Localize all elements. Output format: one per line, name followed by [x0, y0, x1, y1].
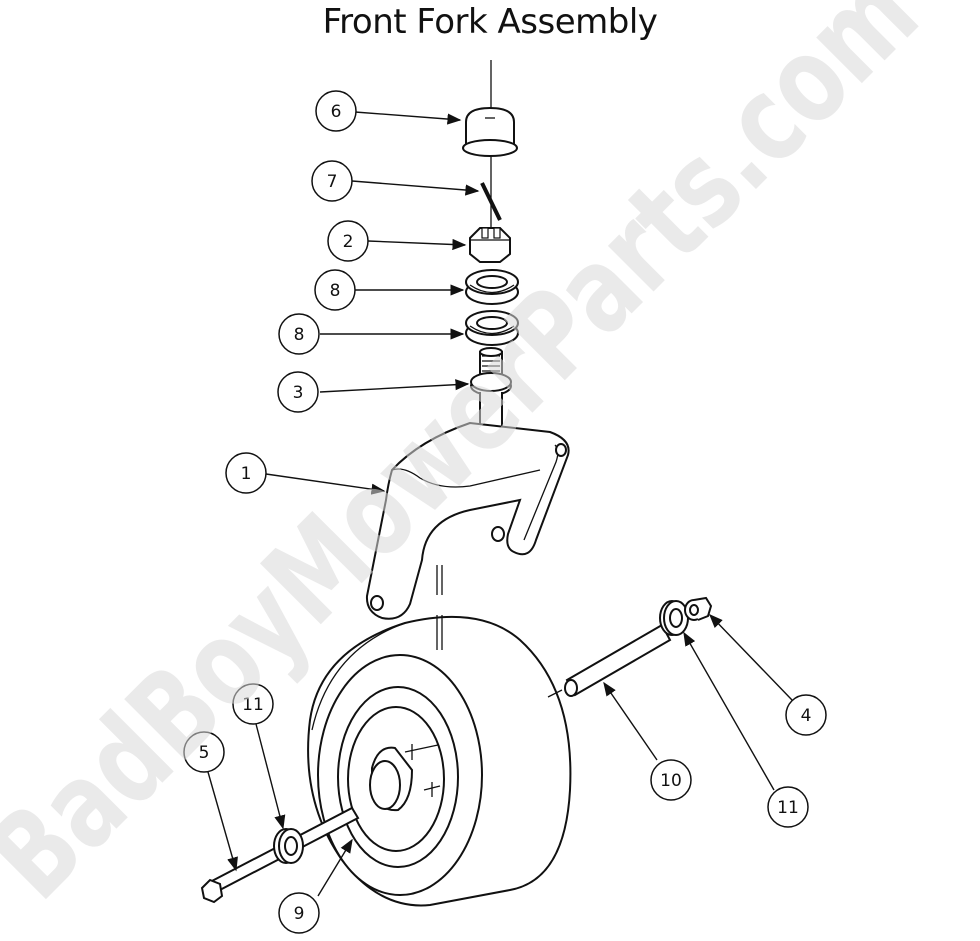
bearing-lower-part: [465, 310, 519, 346]
callout-2-label: 2: [343, 232, 354, 252]
callout-7-label: 7: [327, 172, 338, 192]
callout-3-label: 3: [293, 383, 304, 403]
callout-2: 2: [327, 220, 369, 262]
callout-8-upper: 8: [314, 269, 356, 311]
wheel-tire-part: [307, 615, 572, 907]
diagram-title: Front Fork Assembly: [322, 2, 658, 42]
callout-1: 1: [225, 452, 267, 494]
callout-9-label: 9: [294, 904, 305, 924]
callout-1-label: 1: [241, 464, 252, 484]
nut-part: [684, 596, 713, 621]
callout-5-label: 5: [199, 743, 210, 763]
spacer-right-part: [659, 600, 689, 636]
dust-cap-part: [462, 106, 518, 157]
callout-10: 10: [650, 759, 692, 801]
callout-6-label: 6: [331, 102, 342, 122]
callout-7: 7: [311, 160, 353, 202]
axle-tube-part: [547, 623, 672, 698]
callout-8-lower-label: 8: [294, 325, 305, 345]
callout-10-label: 10: [660, 771, 682, 791]
callout-8-lower: 8: [278, 313, 320, 355]
fork-part: [365, 421, 570, 620]
callout-4: 4: [785, 694, 827, 736]
bearing-upper-part: [465, 269, 519, 305]
callout-3: 3: [277, 371, 319, 413]
callout-11-right-label: 11: [777, 798, 799, 818]
cotter-pin-part: [480, 181, 504, 221]
callout-11-left-label: 11: [242, 695, 264, 715]
callout-5: 5: [183, 731, 225, 773]
callout-8-upper-label: 8: [330, 281, 341, 301]
callout-11-right: 11: [767, 786, 809, 828]
callout-6: 6: [315, 90, 357, 132]
callout-11-left: 11: [232, 683, 274, 725]
callout-4-label: 4: [801, 706, 812, 726]
callout-9: 9: [278, 892, 320, 934]
spacer-left-part: [273, 828, 304, 864]
castle-nut-part: [469, 227, 511, 263]
